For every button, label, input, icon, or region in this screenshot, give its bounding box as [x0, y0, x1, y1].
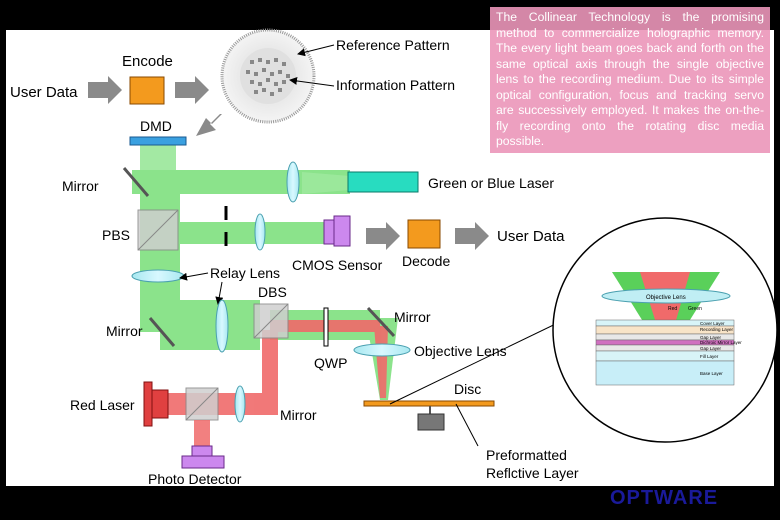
encode-box	[129, 76, 165, 105]
mirror-top-label: Mirror	[62, 178, 99, 194]
inset-layer-label: Recording Layer	[700, 327, 734, 332]
user-data-input-label: User Data	[10, 84, 78, 101]
arrow-icon	[366, 222, 400, 250]
pointer-line	[215, 281, 224, 305]
pbs-label: PBS	[102, 227, 130, 243]
mirror-top	[122, 167, 150, 197]
lens	[286, 161, 300, 203]
disc-detail-inset: Objective Lens Red Green Cover Layer Rec…	[552, 217, 778, 443]
qwp-label: QWP	[314, 355, 347, 371]
description-box: The Collinear Technology is the promisin…	[490, 7, 770, 153]
cmos-sensor	[333, 215, 351, 247]
inset-layer-label: Gap Layer	[700, 335, 722, 340]
inset-layer-label: Cover Layer	[700, 321, 725, 326]
mirror-bottom-label: Mirror	[280, 407, 317, 423]
mirror-right-label: Mirror	[394, 309, 431, 325]
inset-layer-label: Base Layer	[700, 371, 723, 376]
green-blue-laser-label: Green or Blue Laser	[428, 175, 554, 191]
inset-objective-lens-label: Objective Lens	[646, 295, 686, 301]
inset-layer-label: Gap Layer	[700, 346, 722, 351]
arrow-icon	[196, 114, 222, 136]
encode-label: Encode	[122, 53, 173, 70]
arrow-icon	[175, 76, 209, 104]
decode-label: Decode	[402, 253, 450, 269]
cmos-sensor-label: CMOS Sensor	[292, 257, 383, 273]
red-laser-back	[143, 381, 153, 427]
disc-motor	[417, 413, 445, 431]
lens	[234, 385, 246, 423]
arrow-icon	[88, 76, 122, 104]
relay-lens-top	[131, 269, 185, 283]
dmd-element	[129, 136, 187, 146]
decode-box	[407, 219, 441, 249]
red-laser-label: Red Laser	[70, 397, 135, 413]
mirror-mid-label: Mirror	[106, 323, 143, 339]
user-data-output-label: User Data	[497, 228, 565, 245]
dbs-label: DBS	[258, 284, 287, 300]
photo-detector	[181, 455, 225, 469]
inset-green-label: Green	[688, 306, 702, 312]
relay-lens-bottom	[215, 299, 229, 353]
mirror-right	[366, 306, 396, 338]
information-pattern-label: Information Pattern	[336, 77, 455, 93]
objective-lens	[353, 343, 411, 357]
green-blue-laser	[347, 171, 419, 193]
arrow-icon	[455, 222, 489, 250]
qwp-plate	[323, 307, 329, 347]
preformatted-label-2: Reflctive Layer	[486, 465, 579, 481]
inset-layer-label: Dichroic Mirror Layer	[700, 340, 742, 345]
inset-layer-label: Fill Layer	[700, 354, 719, 359]
inset-objective-lens	[601, 288, 731, 304]
pointer-line	[455, 403, 479, 447]
lens	[254, 213, 266, 251]
photo-detector-label: Photo Detector	[148, 471, 242, 487]
disc	[363, 400, 495, 407]
optware-logo: OPTWARE	[610, 487, 718, 509]
disc-label: Disc	[454, 381, 481, 397]
inset-red-label: Red	[668, 306, 677, 312]
preformatted-label-1: Preformatted	[486, 447, 567, 463]
pointer-line	[289, 76, 335, 87]
red-laser	[151, 389, 169, 419]
dmd-label: DMD	[140, 118, 172, 134]
pointer-line	[297, 44, 335, 57]
zoom-pointer-line	[389, 317, 569, 405]
objective-lens-label: Objective Lens	[414, 343, 507, 359]
hologram-pattern	[220, 28, 316, 124]
mirror-mid	[148, 317, 176, 347]
pointer-line	[179, 272, 209, 281]
relay-lens-label: Relay Lens	[210, 265, 280, 281]
cmos-sensor-front	[323, 219, 335, 245]
reference-pattern-label: Reference Pattern	[336, 37, 450, 53]
